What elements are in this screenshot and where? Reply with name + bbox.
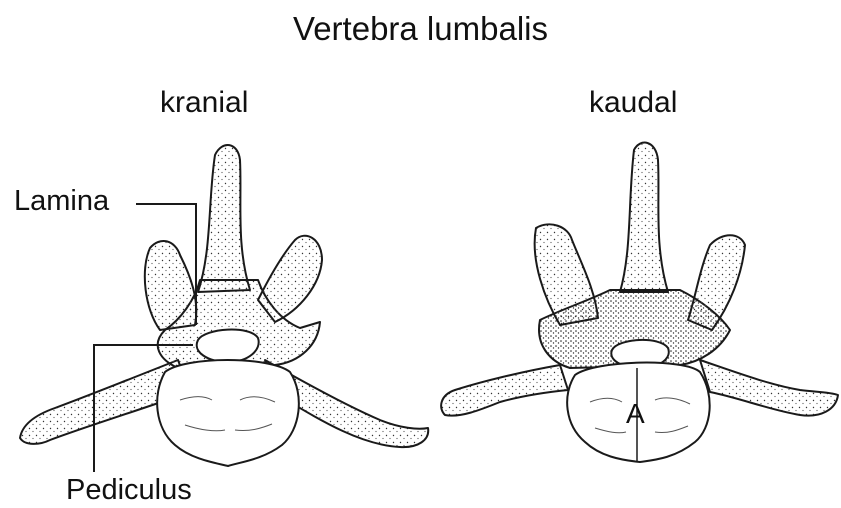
vertebral-foramen (197, 330, 259, 362)
articular-process-right (688, 235, 745, 330)
view-label-kaudal: kaudal (589, 88, 677, 118)
figure-title: Vertebra lumbalis (0, 12, 841, 45)
articular-process-left (535, 224, 598, 325)
transverse-process-left (441, 365, 568, 416)
articular-process-left (145, 241, 197, 330)
articular-process-right (258, 236, 322, 322)
vertebral-body (157, 360, 299, 466)
spinous-process (198, 145, 250, 292)
view-label-kranial: kranial (160, 88, 248, 118)
a-measure-label: A (626, 400, 645, 428)
pediculus-label: Pediculus (66, 476, 192, 505)
transverse-process-right (700, 360, 838, 416)
lamina-label: Lamina (14, 187, 109, 216)
spinous-process (620, 143, 668, 292)
